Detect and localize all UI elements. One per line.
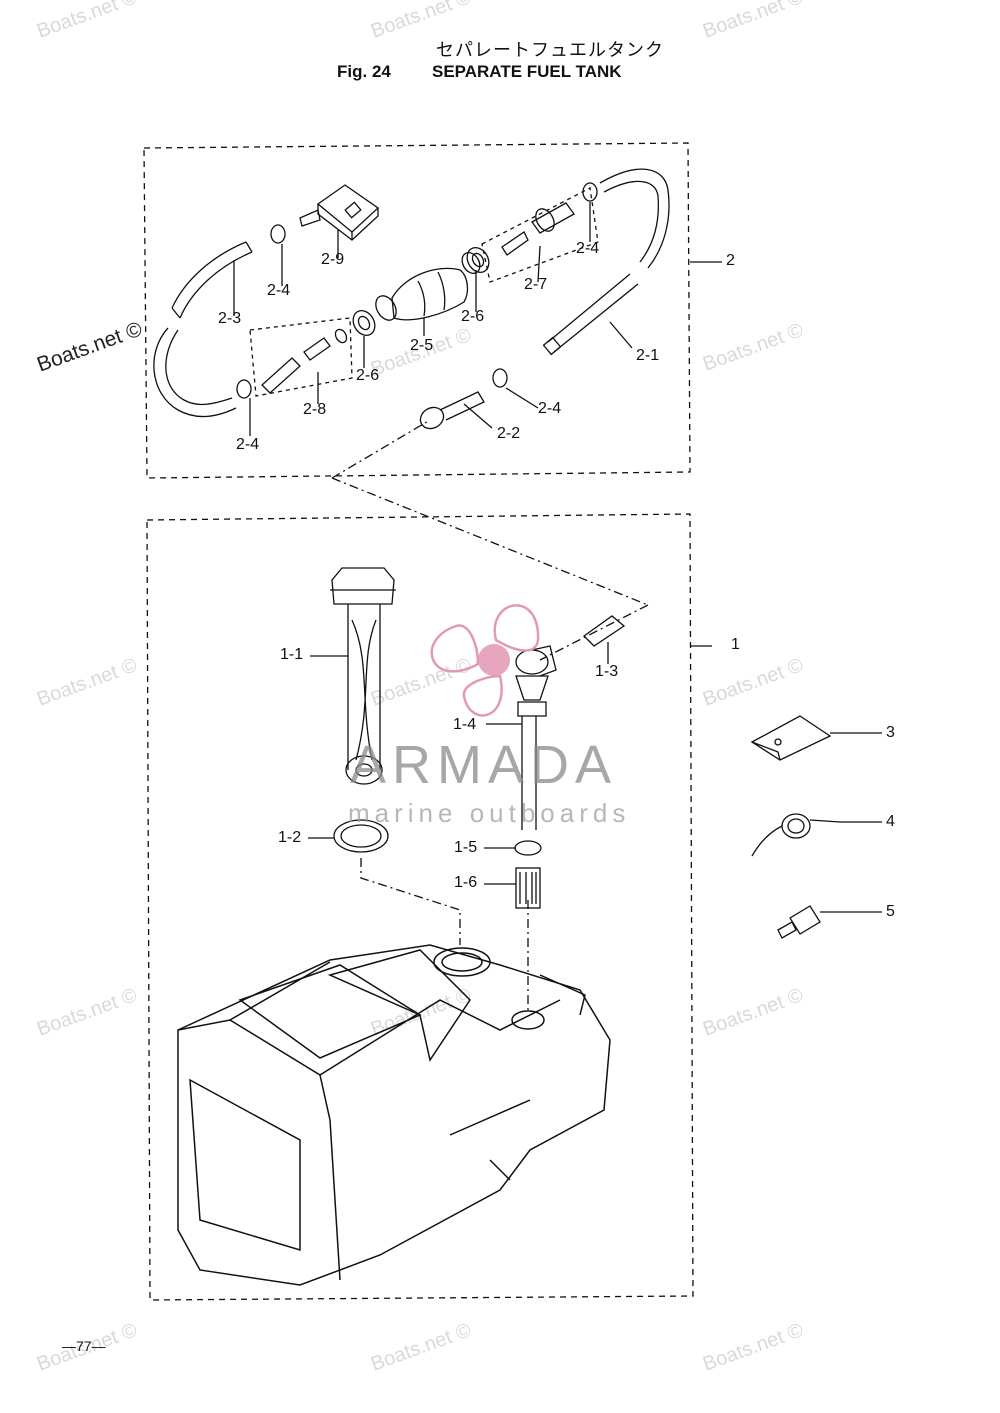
clamp-2-4 (492, 368, 508, 388)
packing-1-2 (333, 819, 389, 853)
connector-1-3 (582, 615, 626, 647)
primer-bulb-2-5 (391, 267, 469, 321)
japanese-title: セパレートフュエルタンク (436, 40, 664, 60)
connector-2-2 (419, 391, 485, 430)
group-1-boundary (146, 513, 694, 1301)
callout-label: 2-4 (267, 282, 291, 299)
callout-label: 1 (731, 636, 740, 653)
callout-label: 2-4 (236, 436, 260, 453)
callout-label: 1-5 (454, 839, 478, 856)
group-2-boundary (143, 142, 691, 479)
callout-label: 2-7 (524, 276, 548, 293)
callout-label: 2-8 (303, 401, 327, 418)
connector-2-9 (299, 184, 380, 241)
callout-label: 2-5 (410, 337, 434, 354)
callout-label: 2-1 (636, 347, 660, 364)
armada-propeller-logo (430, 604, 540, 717)
hose-2-3 (171, 241, 253, 319)
check-valve-2-7 (481, 187, 599, 283)
callout-label: 2-9 (321, 251, 345, 268)
figure-number: Fig. 24 (337, 62, 391, 81)
callout-label: 4 (886, 813, 895, 830)
hose-2-1 (599, 168, 670, 269)
clamp-2-4 (236, 379, 252, 399)
callout-label: 1-2 (278, 829, 302, 846)
accessory-5 (777, 905, 821, 939)
callout-label: 1-1 (280, 646, 304, 663)
fuel-gauge-1-1 (330, 567, 396, 785)
callout-label: 1-6 (454, 874, 478, 891)
callout-label: 5 (886, 903, 895, 920)
callout-label: 2-2 (497, 425, 521, 442)
callout-label: 2-4 (576, 240, 600, 257)
callout-label: 3 (886, 724, 895, 741)
callout-label: 2-6 (356, 367, 380, 384)
callout-label: 2 (726, 252, 735, 269)
figure-title: SEPARATE FUEL TANK (432, 62, 622, 81)
accessory-4 (751, 813, 841, 857)
callout-label: 2-6 (461, 308, 485, 325)
page-number: —77— (62, 1338, 106, 1354)
callout-label: 1-3 (595, 663, 619, 680)
check-valve-2-8 (249, 317, 353, 397)
callout-label: 2-3 (218, 310, 242, 327)
brand-logo-text: ARMADA (350, 735, 618, 795)
o-ring-1-5 (514, 840, 542, 856)
fuel-tank (177, 944, 611, 1286)
accessory-3 (750, 715, 832, 761)
clamp-2-4 (270, 224, 286, 244)
callout-label: 2-4 (538, 400, 562, 417)
filter-1-6 (515, 867, 541, 909)
clamp-2-4 (582, 182, 598, 202)
brand-logo-subtitle: marine outboards (348, 798, 631, 828)
callout-label: 1-4 (453, 716, 477, 733)
